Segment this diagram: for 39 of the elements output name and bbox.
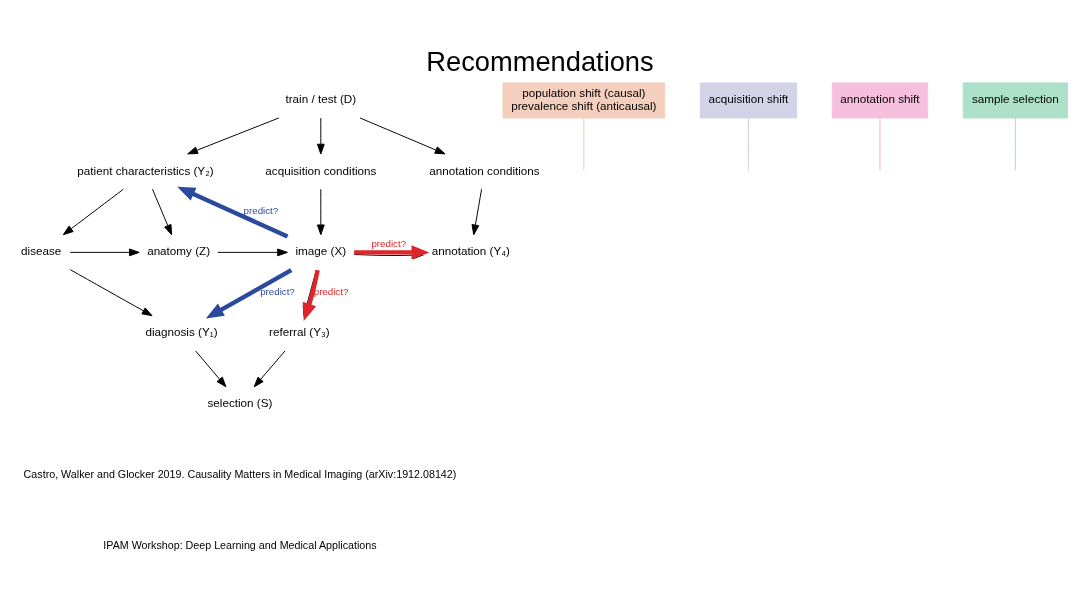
label: IPAM Workshop: Deep Learning and Medical Applications [103, 538, 377, 551]
node-box: sample selection [962, 81, 1068, 118]
arrow [69, 268, 153, 316]
edge-label: predict? [260, 285, 295, 297]
connector [879, 117, 881, 171]
arrow [316, 188, 325, 235]
arrow [187, 117, 280, 154]
node-text: acquisition conditions [265, 163, 377, 177]
connector [583, 117, 585, 171]
node-text: annotation conditions [429, 163, 540, 177]
arrow [62, 188, 124, 235]
arrow [217, 248, 288, 256]
diagram-title: Recommendations [426, 45, 654, 77]
node-text: annotation (Y₄) [431, 243, 510, 257]
node-box: population shift (causal) prevalence shift (anticausal) [502, 81, 666, 118]
arrow [177, 186, 289, 238]
connector [747, 117, 749, 171]
connector [1014, 117, 1016, 171]
arrow [253, 349, 286, 387]
node-text: train / test (D) [285, 91, 357, 105]
label: Castro, Walker and Glocker 2019. Causality Matters in Medical Imaging (arXiv:1912.08142) [23, 467, 457, 480]
node-text: disease [21, 243, 62, 257]
edge-label: predict? [243, 204, 279, 216]
arrow [471, 188, 483, 235]
node-text: selection (S) [207, 395, 273, 409]
node-text: diagnosis (Y₁) [145, 324, 218, 338]
node-text: anatomy (Z) [147, 243, 211, 257]
arrow [69, 248, 140, 256]
node-box: annotation shift [831, 81, 929, 118]
node-text: patient characteristics (Y₂) [77, 163, 214, 177]
node-text: image (X) [295, 243, 347, 257]
arrow [359, 117, 446, 154]
node-text: referral (Y₃) [269, 324, 330, 338]
arrow [195, 349, 227, 387]
arrow [152, 188, 173, 235]
node-box: acquisition shift [699, 81, 798, 118]
edge-label: predict? [371, 237, 407, 249]
arrow [316, 117, 325, 154]
arrow [205, 267, 293, 318]
